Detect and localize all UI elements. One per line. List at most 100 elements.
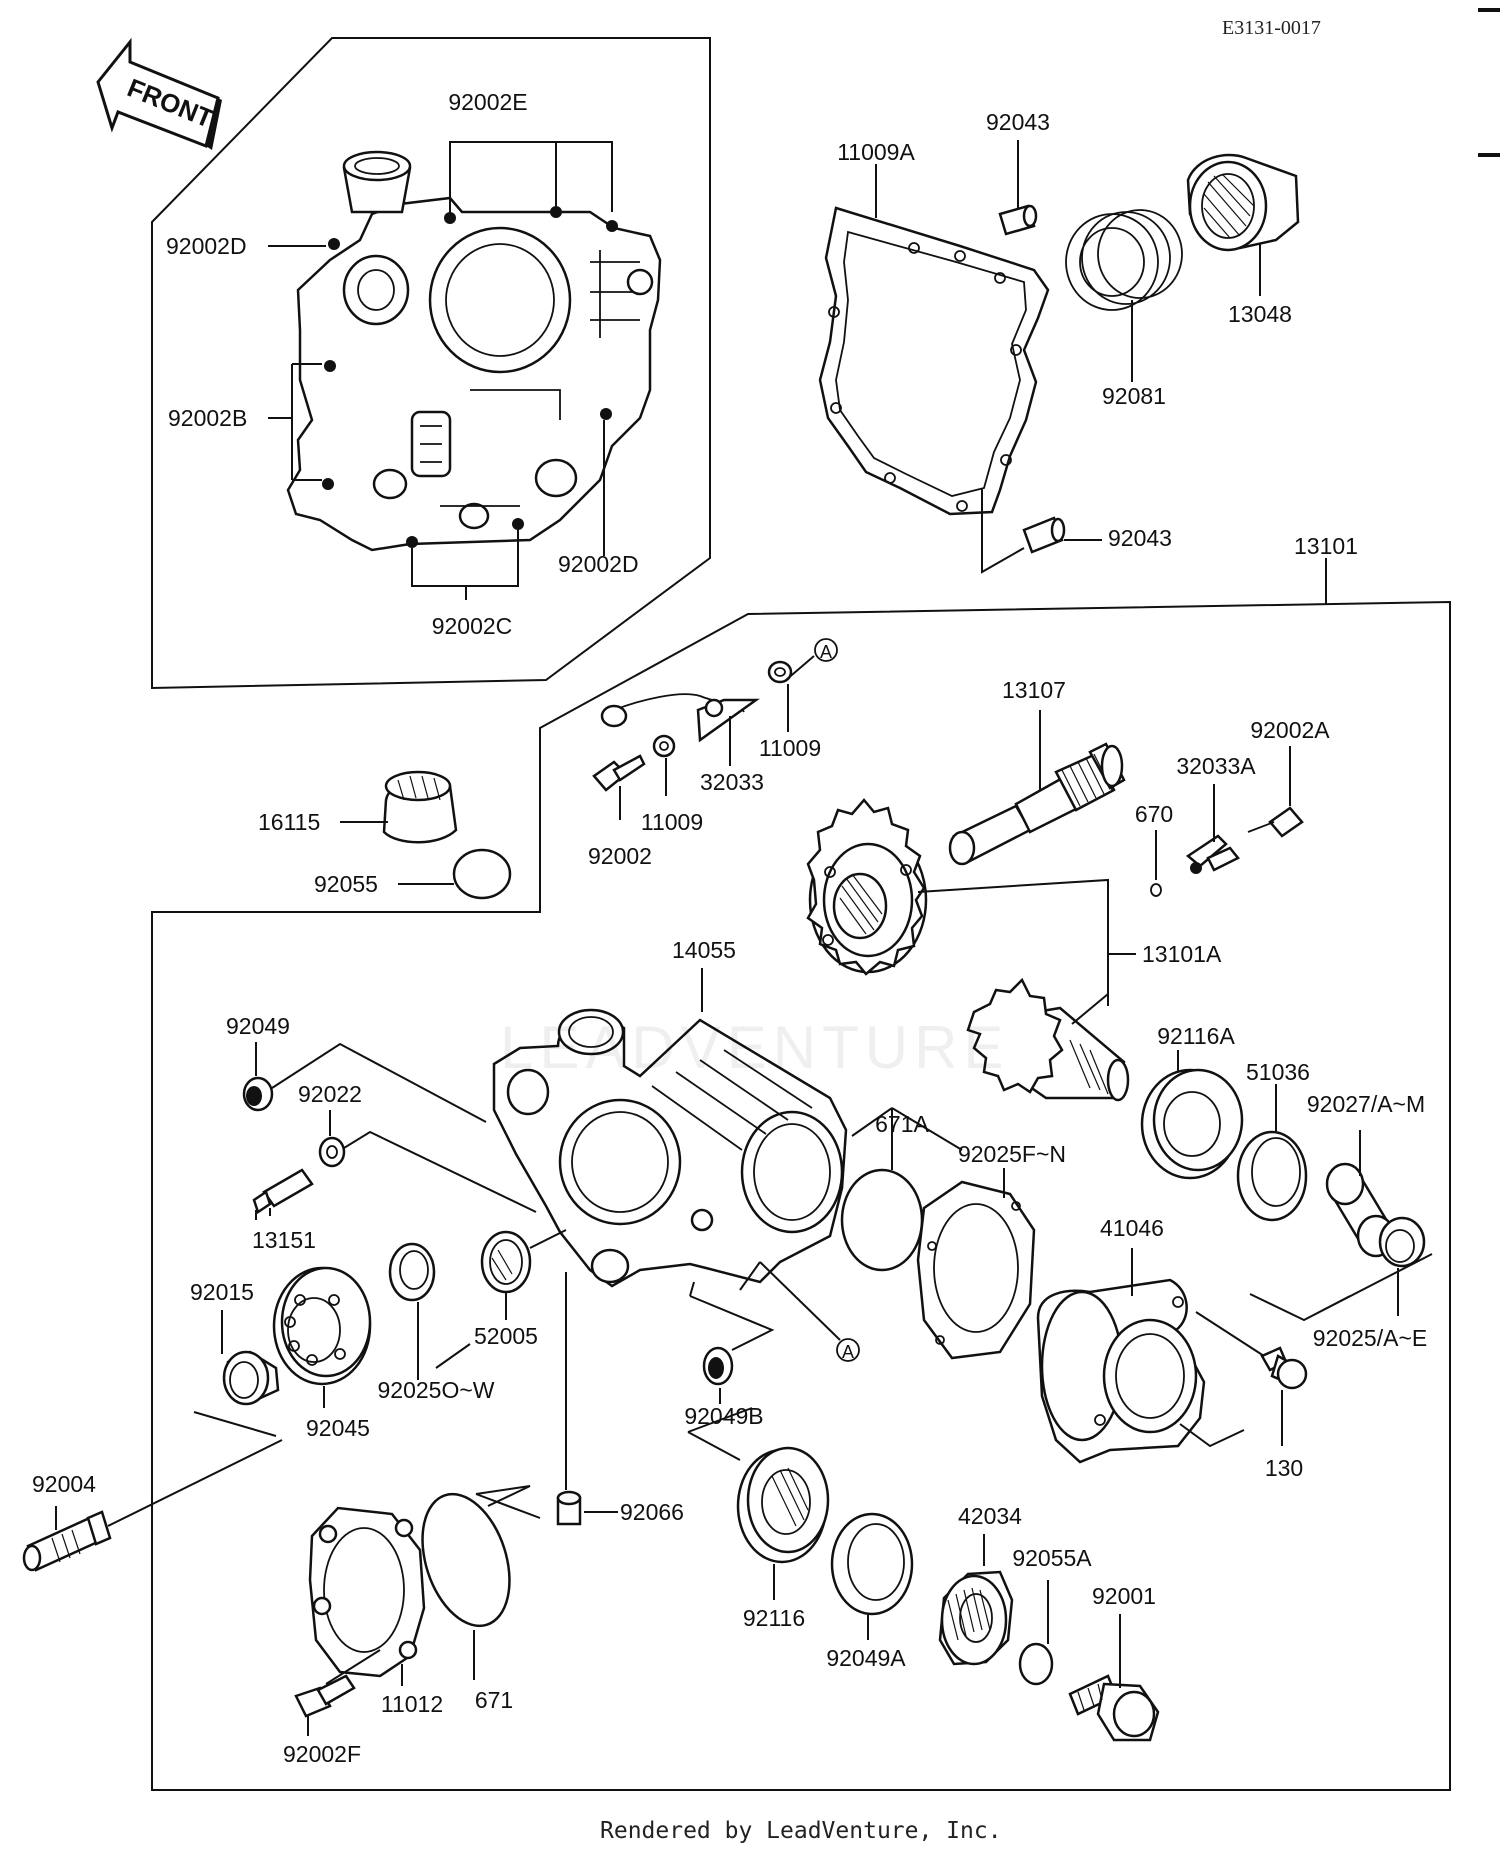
label-13048: 13048 [1228,301,1292,327]
footer-credit: Rendered by LeadVenture, Inc. [600,1818,1002,1844]
o-ring-671A [840,1168,924,1272]
bolt-92002F [294,1674,356,1718]
bolt-92002 [592,754,646,792]
label-92025F-N: 92025F~N [958,1141,1066,1167]
dowel-pin-92043-bottom [1022,516,1066,554]
label-92025-A-E: 92025/A~E [1313,1325,1427,1351]
final-gear-group-frame [151,600,1451,1791]
label-92049: 92049 [226,1013,290,1039]
front-arrow-icon: FRONT [96,37,222,150]
nut-92015 [222,1350,280,1406]
leader-a-bottom [739,1261,841,1341]
cam-13048 [1186,153,1300,252]
bearing-92045 [272,1266,372,1386]
cover-bolts [322,206,618,548]
label-130: 130 [1265,1455,1303,1481]
label-32033: 32033 [700,769,764,795]
diagram-code: E3131-0017 [1222,17,1321,39]
gear-case-14055 [492,1008,848,1288]
label-92116: 92116 [743,1605,805,1631]
label-92043-top: 92043 [986,109,1050,135]
leader-92049 [271,1042,487,1123]
leader-92116 [687,1407,775,1600]
oil-cap-16115 [382,770,458,844]
washer-11009-b [652,734,676,758]
label-13151: 13151 [252,1227,316,1253]
label-A-bottom: A [842,1342,854,1362]
label-92066: 92066 [620,1499,684,1525]
leader-11012 [325,1649,403,1686]
cover-group-frame [151,37,711,690]
label-13107: 13107 [1002,677,1066,703]
drive-pinion-13101A [966,977,1130,1102]
shim-92025F-N [916,1180,1036,1360]
lock-32033A [1185,834,1240,874]
label-13101A: 13101A [1142,941,1222,967]
sensor-32033 [600,693,760,743]
switch-13151 [252,1168,314,1220]
label-92025O-W: 92025O~W [378,1377,495,1403]
label-14055: 14055 [672,937,736,963]
washer-11009-a [767,660,793,684]
gear-42034 [938,1570,1014,1666]
dowel-pin-92043-top [998,204,1038,236]
label-92055A: 92055A [1012,1545,1092,1571]
label-671: 671 [475,1687,513,1713]
label-92045: 92045 [306,1415,370,1441]
label-92001: 92001 [1092,1583,1156,1609]
shim-92025O-W [388,1242,436,1302]
leader-92015 [193,1310,277,1437]
o-ring-92055 [452,848,512,900]
gasket-11009A [818,206,1050,516]
cap-11012 [308,1506,426,1678]
seal-92049A [830,1512,914,1616]
stud-92004 [22,1510,112,1572]
washer-92022 [318,1136,346,1168]
label-92015: 92015 [190,1279,254,1305]
crankcase-cover [286,150,662,552]
housing-41046 [1036,1278,1206,1464]
label-A-top: A [820,642,832,662]
leader-a-top [785,655,815,681]
label-11009A: 11009A [837,139,915,165]
label-52005: 52005 [474,1323,538,1349]
cover-leaders [268,141,613,600]
leader-671 [473,1485,541,1680]
label-92002: 92002 [588,843,652,869]
label-92022: 92022 [298,1081,362,1107]
ref-circle-a-top [814,638,838,662]
label-41046: 41046 [1100,1215,1164,1241]
o-ring-92055A [1018,1642,1054,1686]
seal-52005 [480,1230,532,1294]
o-ring-671 [421,1492,511,1628]
bolt-92002A [1247,806,1304,838]
label-92002C: 92002C [432,613,513,639]
label-11009-a: 11009 [759,735,821,761]
label-92049A: 92049A [826,1645,906,1671]
label-92027: 92027/A~M [1307,1091,1425,1117]
leader-92043-bottom [981,488,1102,574]
leader-92004 [55,1439,283,1530]
bolt-92001 [1068,1674,1160,1742]
label-92002E: 92002E [448,89,527,115]
shim-92025-A-E [1378,1216,1426,1268]
seal-92049 [242,1076,274,1112]
label-92004: 92004 [32,1471,96,1497]
leader-92066 [565,1272,618,1513]
label-92055: 92055 [314,871,378,897]
label-92081: 92081 [1102,383,1166,409]
label-16115: 16115 [258,809,320,835]
label-51036: 51036 [1246,1059,1310,1085]
leader-671A [851,1107,963,1170]
ring-gear-13101A [806,798,928,976]
label-92002F: 92002F [283,1741,361,1767]
shim-51036 [1236,1130,1308,1222]
label-92043-bottom: 92043 [1108,525,1172,551]
spring-92081 [1065,209,1183,311]
leader-92049B [689,1281,775,1404]
label-671A: 671A [875,1111,929,1137]
leader-52005 [505,1229,567,1320]
leader-92022 [343,1130,537,1213]
label-13101: 13101 [1294,533,1358,559]
